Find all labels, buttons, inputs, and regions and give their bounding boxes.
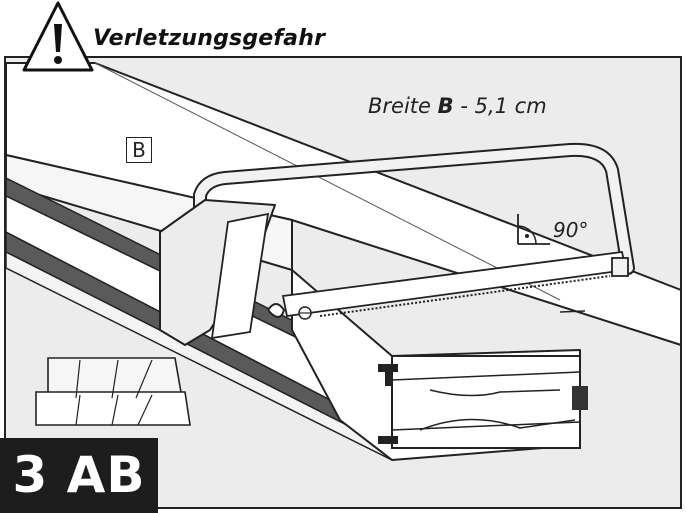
width-label: Breite B - 5,1 cm <box>368 94 547 118</box>
profile-tag-b: B <box>126 137 152 163</box>
multiwall-profile-section <box>291 269 588 461</box>
hacksaw-icon <box>159 142 635 346</box>
cut-guide-line <box>94 62 561 301</box>
width-variable: B <box>437 94 454 118</box>
angle-value: 90° <box>553 218 589 242</box>
step-badge: 3 AB <box>0 438 158 513</box>
warning-triangle-icon <box>22 1 94 72</box>
width-prefix: Breite <box>368 94 431 118</box>
miter-box-icon <box>35 357 191 426</box>
warning-title: Verletzungsgefahr <box>93 26 326 51</box>
width-suffix: - 5,1 cm <box>453 94 547 118</box>
cut-mark <box>559 310 586 313</box>
right-angle-icon <box>517 214 550 245</box>
